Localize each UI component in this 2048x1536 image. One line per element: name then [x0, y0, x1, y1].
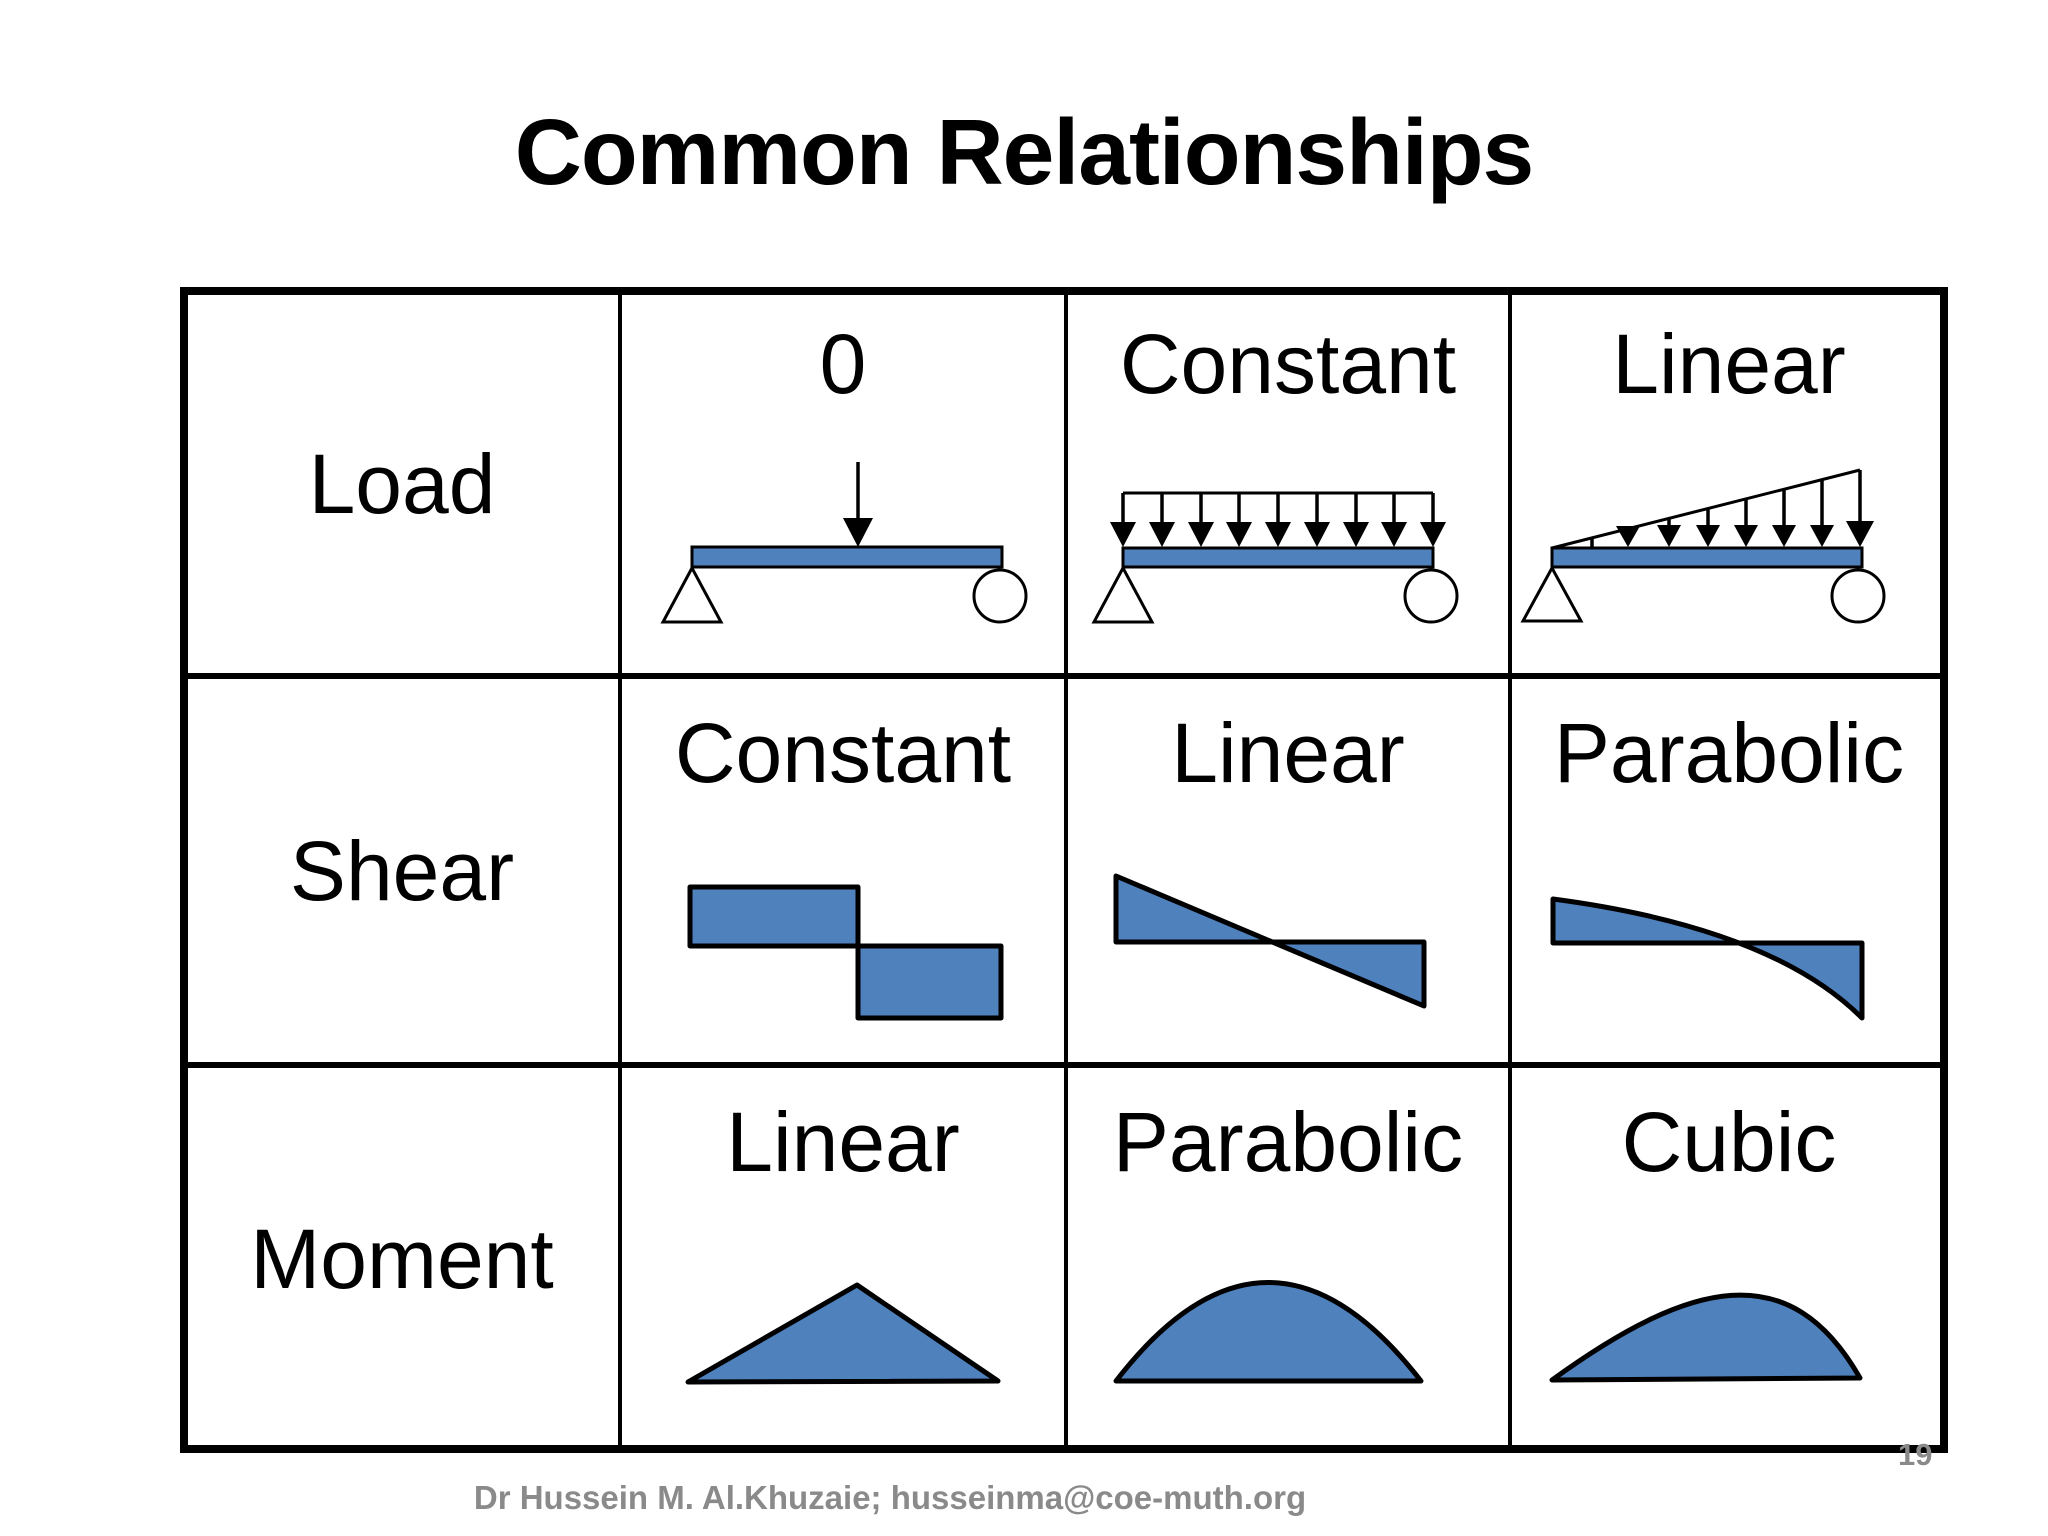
page-number: 19	[1898, 1437, 1933, 1472]
triangular-load-line	[1551, 468, 1861, 550]
shear-linear-diagram	[1113, 873, 1427, 1009]
cell-caption-shear-constant: Constant	[674, 706, 1012, 800]
cell-caption-moment-linear: Linear	[726, 1095, 960, 1189]
shear-linear-shape	[1113, 873, 1427, 1009]
roller-support-icon	[972, 568, 1028, 624]
table-grid	[180, 287, 1948, 1453]
udl-arrows	[1110, 493, 1446, 547]
cell-caption-load-linear: Linear	[1612, 317, 1846, 411]
beam-udl-diagram	[1091, 491, 1459, 624]
cell-caption-moment-cubic: Cubic	[1621, 1095, 1837, 1189]
cell-caption-load-zero: 0	[819, 317, 867, 411]
shear-parabolic-diagram	[1550, 896, 1865, 1021]
point-load-arrowhead	[843, 518, 873, 547]
moment-cubic-shape	[1549, 1292, 1863, 1383]
beam-point-load-diagram	[660, 462, 1028, 624]
row-label-moment: Moment	[250, 1212, 554, 1306]
cell-caption-shear-parabolic: Parabolic	[1553, 706, 1905, 800]
beam	[690, 545, 1004, 569]
moment-parabola-diagram	[1113, 1280, 1424, 1384]
author-footer: Dr Hussein M. Al.Khuzaie; husseinma@coe-…	[473, 1479, 1307, 1516]
pin-support-icon	[660, 564, 724, 624]
moment-triangle-shape	[685, 1282, 1001, 1385]
shear-step-diagram	[687, 884, 1004, 1021]
roller-support-icon	[1830, 568, 1886, 624]
moment-cubic-diagram	[1549, 1292, 1863, 1383]
shear-positive-block	[687, 884, 861, 949]
cell-caption-moment-parabolic: Parabolic	[1112, 1095, 1464, 1189]
shear-negative-block	[855, 943, 1004, 1021]
cell-caption-shear-linear: Linear	[1171, 706, 1405, 800]
row-label-load: Load	[308, 436, 496, 531]
beam-triangular-load-diagram	[1520, 468, 1886, 624]
beam	[1550, 546, 1864, 569]
triangular-load-arrows	[1590, 470, 1874, 547]
cell-caption-load-constant: Constant	[1119, 317, 1457, 411]
row-label-shear: Shear	[289, 823, 515, 918]
roller-support-icon	[1403, 568, 1459, 624]
shear-parabolic-shape	[1550, 896, 1865, 1021]
beam	[1121, 546, 1435, 569]
page-title: Common Relationships	[514, 100, 1535, 204]
moment-parabola-shape	[1113, 1280, 1424, 1384]
pin-support-icon	[1091, 564, 1155, 624]
moment-triangle-diagram	[685, 1282, 1001, 1385]
pin-support-icon	[1520, 564, 1584, 623]
